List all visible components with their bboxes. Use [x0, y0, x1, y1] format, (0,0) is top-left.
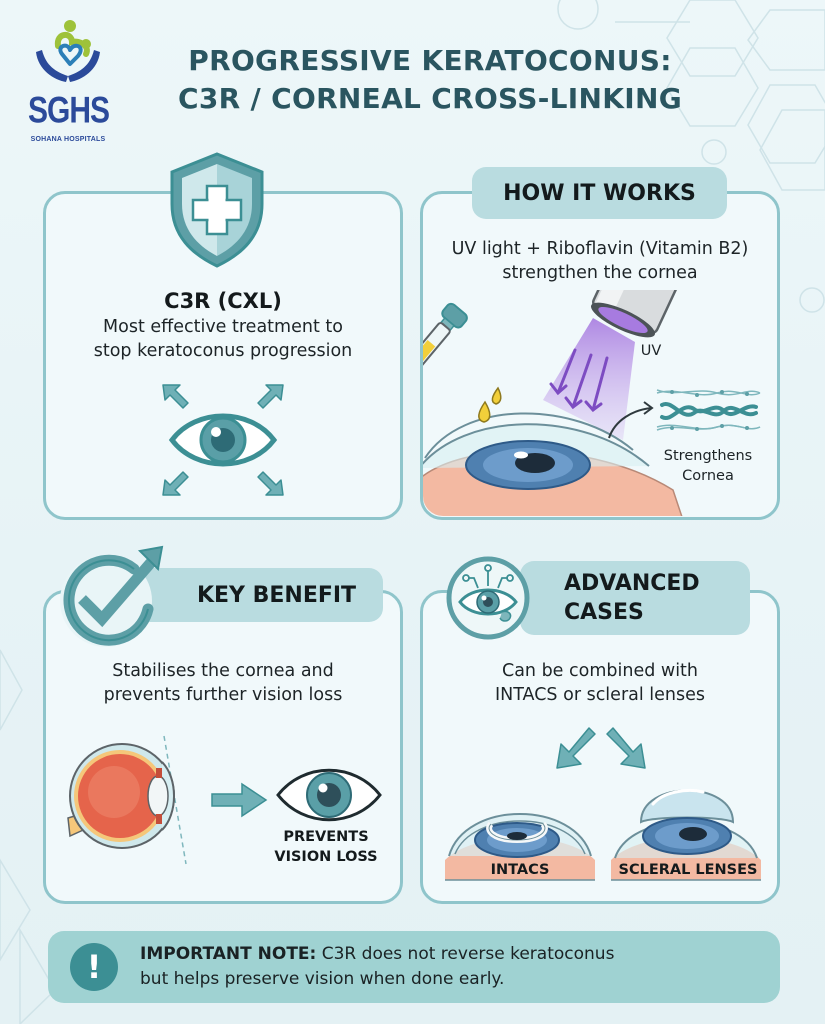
advanced-label-line-1: ADVANCED: [564, 571, 700, 596]
title-line-1: PROGRESSIVE KERATOCONUS:: [188, 44, 672, 77]
logo-wordmark: SGHS: [28, 90, 110, 132]
title-line-2: C3R / CORNEAL CROSS-LINKING: [178, 82, 682, 115]
key-benefit-text: Stabilises the cornea and prevents furth…: [43, 659, 403, 707]
advanced-cases-line-1: Can be combined with: [501, 661, 699, 681]
important-note-line-1: C3R does not reverse keratoconus: [316, 944, 615, 964]
important-note-line-2: but helps preserve vision when done earl…: [140, 969, 505, 989]
how-it-works-pill: HOW IT WORKS: [472, 167, 727, 219]
treatment-heading: C3R (CXL): [164, 289, 282, 313]
how-it-works-line-1: UV light + Riboflavin (Vitamin B2): [451, 239, 749, 259]
important-note-banner: ! IMPORTANT NOTE: C3R does not reverse k…: [48, 931, 780, 1003]
key-benefit-line-2: prevents further vision loss: [103, 685, 343, 705]
prevents-vision-loss-label: PREVENTS VISION LOSS: [262, 827, 390, 867]
uv-lamp-riboflavin-dropper-eye-icon: [423, 290, 693, 516]
important-note-text: IMPORTANT NOTE: C3R does not reverse ker…: [140, 942, 760, 992]
crosslink-fibers-icon: [656, 389, 761, 431]
treatment-line-2: stop keratoconus progression: [93, 341, 353, 361]
healthy-eye-icon: [276, 768, 382, 822]
key-benefit-label: KEY BENEFIT: [196, 582, 357, 608]
eyeball-cross-section-icon: [67, 735, 187, 865]
logo-subtitle: SOHANA HOSPITALS: [30, 136, 106, 143]
advanced-label-line-2: CASES: [564, 600, 644, 625]
intacs-eye-illustration: [445, 813, 595, 881]
strengthens-cornea-label: Strengthens Cornea: [640, 446, 776, 486]
how-it-works-line-2: strengthen the cornea: [502, 263, 698, 283]
advanced-cases-line-2: INTACS or scleral lenses: [494, 685, 706, 705]
intacs-label: INTACS: [490, 862, 550, 878]
right-arrow-icon: [211, 782, 268, 818]
family-hands-heart-icon: [36, 20, 100, 82]
strengthens-line-2: Cornea: [682, 468, 734, 484]
advanced-cases-pill: ADVANCED CASES: [520, 561, 750, 635]
key-benefit-line-1: Stabilises the cornea and: [112, 661, 334, 681]
check-circle-arrow-icon: [60, 545, 164, 647]
split-arrows-icon: [556, 727, 646, 769]
exclamation-icon: !: [70, 943, 118, 991]
prevents-line-2: VISION LOSS: [274, 849, 378, 865]
uv-text: UV: [640, 343, 662, 359]
page-title: PROGRESSIVE KERATOCONUS: C3R / CORNEAL C…: [150, 42, 710, 118]
prevents-line-1: PREVENTS: [283, 829, 369, 845]
strengthens-line-1: Strengthens: [663, 448, 753, 464]
treatment-line-1: Most effective treatment to: [103, 317, 343, 337]
scleral-lenses-label: SCLERAL LENSES: [618, 862, 758, 878]
how-it-works-label: HOW IT WORKS: [503, 180, 696, 206]
important-note-label: IMPORTANT NOTE:: [140, 944, 317, 964]
scleral-lens-eye-illustration: [611, 789, 761, 881]
hospital-logo: SGHS SOHANA HOSPITALS: [28, 14, 110, 143]
key-benefit-pill: KEY BENEFIT: [130, 568, 383, 622]
how-it-works-text: UV light + Riboflavin (Vitamin B2) stren…: [420, 237, 780, 285]
eye-expanding-arrows-icon: [162, 384, 284, 496]
advanced-cases-text: Can be combined with INTACS or scleral l…: [420, 659, 780, 707]
eye-network-icon: [446, 556, 530, 640]
treatment-text: C3R (CXL) Most effective treatment to st…: [43, 287, 403, 363]
shield-cross-icon: [170, 152, 264, 268]
